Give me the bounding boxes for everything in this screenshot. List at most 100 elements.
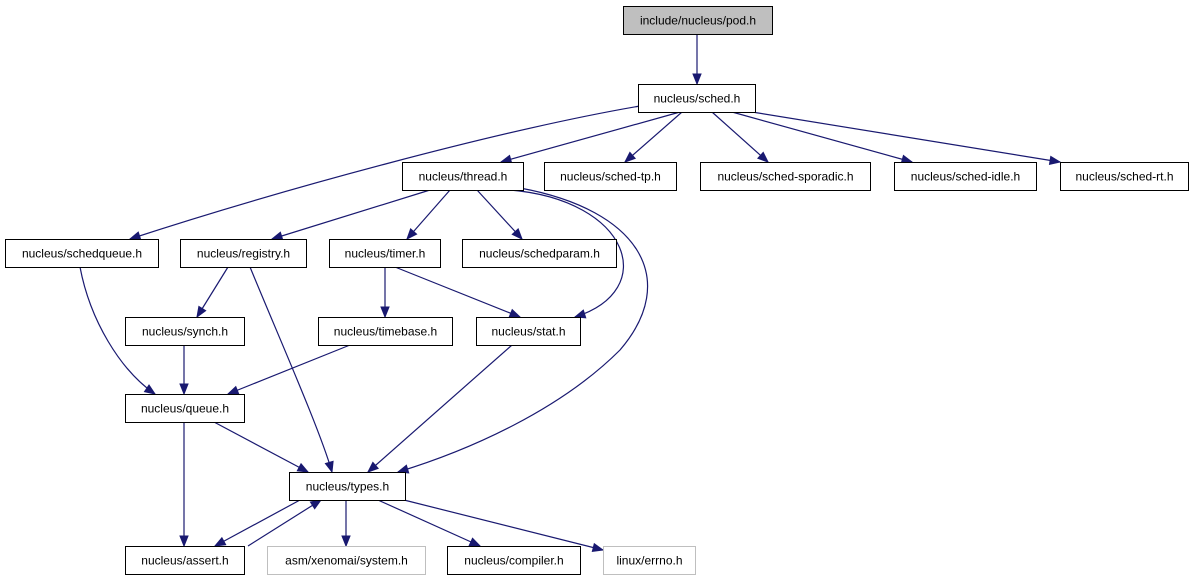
edge-thread-to-registry [270, 189, 431, 241]
edge-line [249, 266, 333, 473]
arrowhead [309, 499, 323, 510]
node-label: nucleus/timebase.h [334, 325, 437, 339]
edge-line [711, 111, 769, 163]
node-system: asm/xenomai/system.h [267, 546, 426, 575]
arrowhead [179, 535, 189, 548]
node-label: nucleus/stat.h [491, 325, 565, 339]
node-pod[interactable]: include/nucleus/pod.h [623, 6, 773, 35]
node-box [462, 239, 617, 268]
node-label: nucleus/thread.h [419, 170, 508, 184]
edge-line [500, 111, 681, 163]
edge-timer-to-stat [394, 266, 522, 318]
edge-line [213, 421, 309, 473]
node-label: nucleus/queue.h [141, 402, 229, 416]
arrowhead [757, 151, 770, 163]
edge-registry-to-synch [196, 266, 229, 319]
node-synch[interactable]: nucleus/synch.h [125, 317, 245, 346]
arrowhead [128, 231, 142, 241]
node-errno: linux/errno.h [603, 546, 696, 575]
node-registry[interactable]: nucleus/registry.h [180, 239, 307, 268]
node-box [289, 472, 406, 501]
node-queue[interactable]: nucleus/queue.h [125, 394, 245, 423]
edge-thread-to-timer [406, 189, 451, 241]
node-timer[interactable]: nucleus/timer.h [329, 239, 441, 268]
edge-assert-to-types [247, 499, 323, 547]
edge-line [397, 187, 649, 473]
node-box [476, 317, 581, 346]
node-box [125, 317, 245, 346]
edge-stat-to-types [366, 344, 513, 473]
arrowhead [591, 542, 605, 553]
edge-timebase-to-queue [226, 344, 351, 395]
edge-line [509, 189, 625, 318]
node-label: nucleus/synch.h [142, 325, 228, 339]
node-assert[interactable]: nucleus/assert.h [125, 546, 245, 575]
edge-sched-to-schedidle [731, 111, 914, 164]
node-schedrt[interactable]: nucleus/sched-rt.h [1060, 162, 1189, 191]
node-label: nucleus/timer.h [345, 247, 426, 261]
arrowhead [380, 306, 390, 319]
edge-thread-to-schedparam [476, 189, 523, 240]
edge-line [79, 266, 156, 395]
node-schedsporadic[interactable]: nucleus/sched-sporadic.h [700, 162, 871, 191]
arrowhead [573, 309, 587, 319]
edge-timer-to-timebase [380, 267, 390, 319]
node-box [603, 546, 696, 575]
node-schedparam[interactable]: nucleus/schedparam.h [462, 239, 617, 268]
edge-line [624, 111, 683, 163]
node-box [402, 162, 524, 191]
edge-line [367, 344, 513, 473]
edge-synch-to-queue [179, 345, 189, 396]
arrowhead [623, 151, 637, 163]
arrowhead [468, 537, 482, 547]
edge-line [129, 105, 641, 240]
node-schedidle[interactable]: nucleus/sched-idle.h [894, 162, 1037, 191]
arrowhead [196, 305, 207, 319]
arrowhead [366, 461, 380, 473]
node-box [125, 394, 245, 423]
node-label: linux/errno.h [616, 554, 682, 568]
node-label: nucleus/registry.h [197, 247, 290, 261]
node-label: nucleus/schedparam.h [479, 247, 600, 261]
node-box [1060, 162, 1189, 191]
node-box [700, 162, 871, 191]
edge-line [751, 111, 1061, 163]
arrowhead [511, 228, 523, 240]
node-schedqueue[interactable]: nucleus/schedqueue.h [5, 239, 159, 268]
node-label: nucleus/sched-idle.h [911, 170, 1020, 184]
arrowhead [324, 460, 334, 474]
arrowhead [508, 308, 522, 318]
node-box [894, 162, 1037, 191]
node-box [318, 317, 453, 346]
edge-types-to-system [341, 500, 351, 548]
edge-pod-to-sched [692, 34, 702, 86]
arrowhead [296, 462, 310, 473]
node-stat[interactable]: nucleus/stat.h [476, 317, 581, 346]
arrowhead [179, 383, 189, 396]
node-thread[interactable]: nucleus/thread.h [402, 162, 524, 191]
node-timebase[interactable]: nucleus/timebase.h [318, 317, 453, 346]
edge-types-to-errno [403, 499, 605, 553]
node-label: nucleus/sched-rt.h [1075, 170, 1173, 184]
node-box [125, 546, 245, 575]
node-box [447, 546, 581, 575]
node-box [623, 6, 773, 35]
edge-line [731, 111, 913, 163]
node-compiler[interactable]: nucleus/compiler.h [447, 546, 581, 575]
node-label: nucleus/sched.h [654, 92, 741, 106]
node-label: nucleus/schedqueue.h [22, 247, 142, 261]
edge-types-to-assert [213, 499, 301, 547]
arrowhead [143, 384, 157, 395]
edge-queue-to-assert [179, 422, 189, 548]
edge-line [476, 189, 523, 240]
node-types[interactable]: nucleus/types.h [289, 472, 406, 501]
node-schedtp[interactable]: nucleus/sched-tp.h [544, 162, 677, 191]
node-label: nucleus/compiler.h [464, 554, 563, 568]
node-label: asm/xenomai/system.h [285, 554, 408, 568]
edge-line [247, 499, 322, 547]
edge-registry-to-types [249, 266, 334, 474]
edge-line [271, 189, 431, 240]
node-box [638, 84, 756, 113]
edge-sched-to-schedrt [751, 111, 1062, 165]
node-sched[interactable]: nucleus/sched.h [638, 84, 756, 113]
